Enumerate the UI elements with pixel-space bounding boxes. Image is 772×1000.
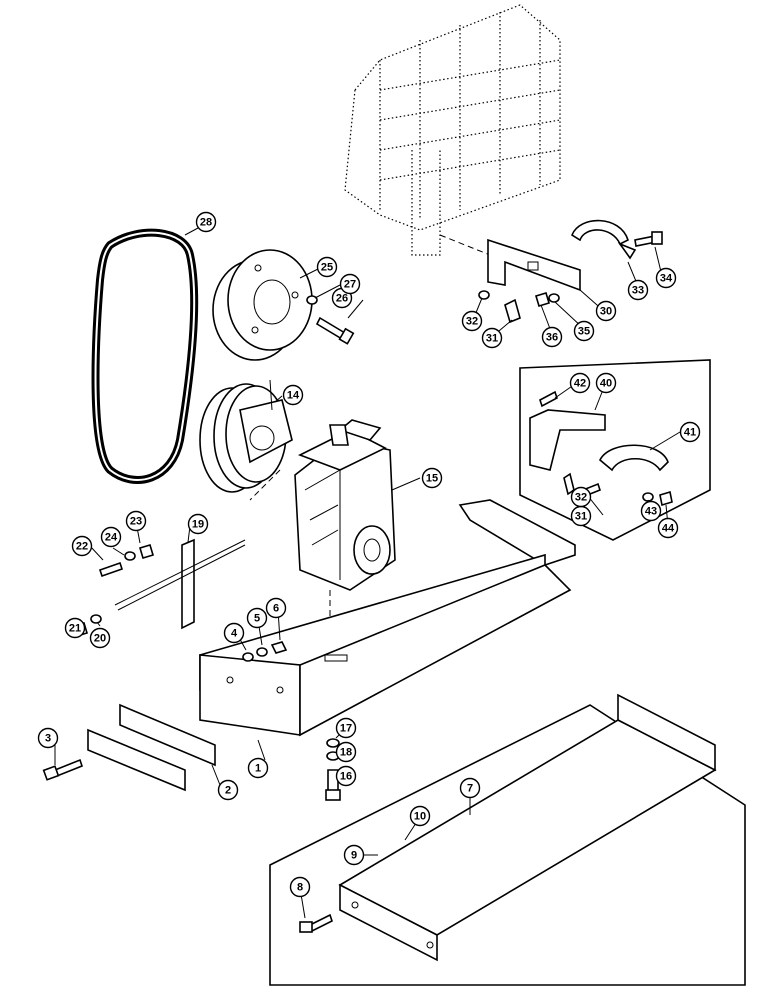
inset-box (519, 359, 711, 541)
adjusting-bracket (114, 538, 246, 630)
callout-number: 27 (344, 279, 356, 291)
callout-16: 16 (335, 765, 357, 787)
callout-number: 34 (660, 273, 673, 285)
callout-8: 8 (289, 876, 311, 898)
callout-number: 41 (684, 427, 696, 439)
callout-34: 34 (655, 267, 677, 289)
callout-2: 2 (217, 779, 239, 801)
bolt-3 (42, 758, 83, 781)
callout-24: 24 (100, 526, 122, 548)
callout-6: 6 (265, 597, 287, 619)
shims (87, 703, 216, 792)
callout-labels: 1234567891014151617181920212223242526272… (37, 211, 701, 898)
core-bracket (478, 219, 663, 324)
callout-4: 4 (223, 622, 245, 644)
callout-22: 22 (71, 535, 93, 557)
callout-31: 31 (570, 505, 592, 527)
callout-number: 32 (466, 316, 478, 328)
callout-19: 19 (187, 513, 209, 535)
callout-32: 32 (461, 310, 483, 332)
callout-31: 31 (481, 327, 503, 349)
callout-14: 14 (282, 384, 304, 406)
callout-number: 35 (578, 326, 590, 338)
callout-number: 9 (351, 850, 357, 862)
callout-number: 7 (467, 783, 473, 795)
callout-number: 17 (340, 723, 352, 735)
callout-42: 42 (569, 372, 591, 394)
callout-20: 20 (89, 627, 111, 649)
callout-33: 33 (627, 279, 649, 301)
clutch-assembly (199, 379, 293, 493)
callout-17: 17 (335, 717, 357, 739)
callout-32: 32 (570, 486, 592, 508)
callout-30: 30 (595, 300, 617, 322)
callout-number: 43 (645, 506, 657, 518)
callout-number: 26 (336, 293, 348, 305)
callout-number: 14 (287, 390, 300, 402)
callout-number: 15 (426, 473, 438, 485)
callout-5: 5 (246, 607, 268, 629)
callout-number: 22 (76, 541, 88, 553)
callout-7: 7 (459, 777, 481, 799)
callout-18: 18 (335, 741, 357, 763)
callout-number: 1 (255, 763, 261, 775)
callout-23: 23 (125, 510, 147, 532)
callout-number: 31 (486, 333, 498, 345)
condenser-core (344, 4, 561, 256)
compressor (249, 419, 396, 660)
callout-number: 36 (546, 332, 558, 344)
callout-number: 20 (94, 633, 106, 645)
callout-21: 21 (64, 617, 86, 639)
callout-number: 5 (254, 613, 260, 625)
callout-number: 6 (273, 603, 279, 615)
callout-15: 15 (421, 467, 443, 489)
callout-number: 33 (632, 285, 644, 297)
clutch-pulley (212, 249, 313, 361)
callout-35: 35 (573, 320, 595, 342)
callout-36: 36 (541, 326, 563, 348)
callout-44: 44 (657, 517, 679, 539)
callout-number: 44 (662, 523, 675, 535)
callout-40: 40 (595, 372, 617, 394)
callout-number: 8 (297, 882, 303, 894)
callout-number: 10 (414, 811, 426, 823)
callout-1: 1 (247, 757, 269, 779)
callout-43: 43 (640, 500, 662, 522)
callout-number: 4 (231, 628, 238, 640)
callout-41: 41 (679, 421, 701, 443)
callout-number: 30 (600, 306, 612, 318)
callout-number: 3 (45, 733, 51, 745)
callout-number: 42 (574, 378, 586, 390)
callout-number: 28 (200, 217, 212, 229)
callout-number: 25 (321, 262, 333, 274)
drive-belt (91, 228, 199, 484)
callout-9: 9 (343, 844, 365, 866)
callout-number: 19 (192, 519, 204, 531)
mounting-channel (199, 499, 576, 737)
callout-number: 23 (130, 516, 142, 528)
callout-number: 24 (105, 532, 118, 544)
callout-number: 2 (225, 785, 231, 797)
callout-number: 16 (340, 771, 352, 783)
callout-28: 28 (195, 211, 217, 233)
callout-number: 21 (69, 623, 81, 635)
pulley-bolt (306, 295, 355, 345)
callout-number: 32 (575, 492, 587, 504)
callout-number: 40 (600, 378, 612, 390)
callout-number: 18 (340, 747, 352, 759)
callout-25: 25 (316, 256, 338, 278)
bracket-7-box (269, 693, 746, 986)
callout-10: 10 (409, 805, 431, 827)
callout-number: 31 (575, 511, 587, 523)
callout-3: 3 (37, 727, 59, 749)
callout-27: 27 (339, 273, 361, 295)
